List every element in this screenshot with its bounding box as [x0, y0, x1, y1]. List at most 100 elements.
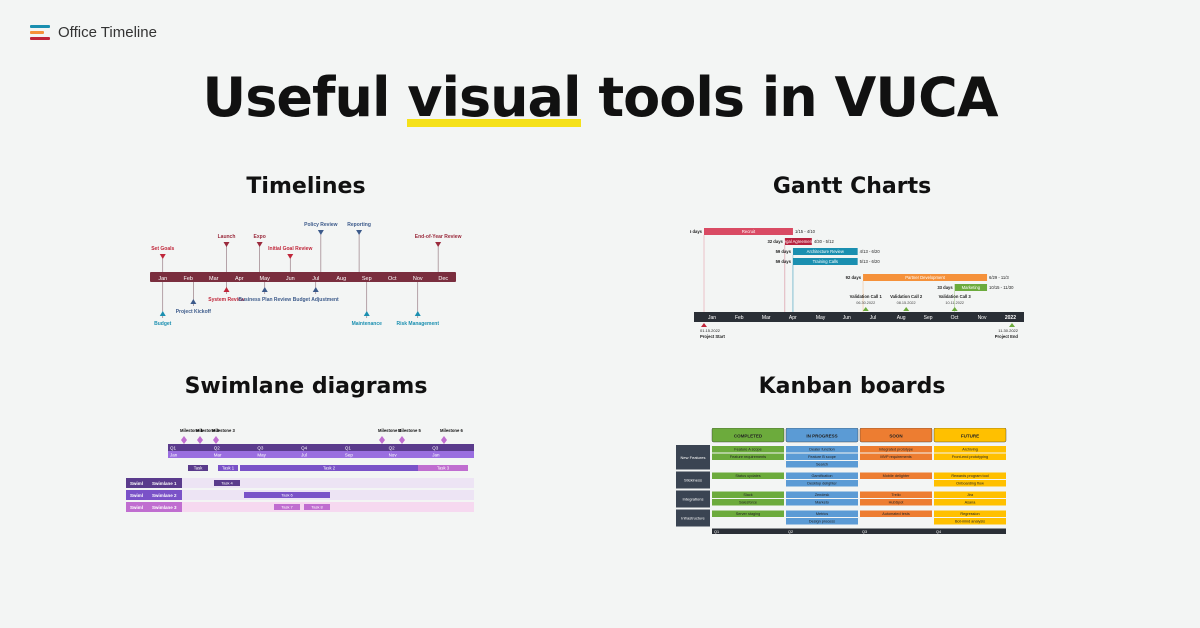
- gantt-task-bar: [863, 274, 988, 281]
- timeline-event-label: End-of-Year Review: [415, 234, 462, 240]
- gantt-task-bar: [792, 248, 858, 255]
- kanban-card: [786, 510, 858, 517]
- swimlane-milestone-label: Milestone 6: [440, 428, 463, 433]
- swimlane-top-task-label: Task 3: [437, 466, 450, 471]
- gantt-axis-month: Aug: [897, 315, 906, 321]
- kanban-card-label: Mobile delighter: [883, 474, 911, 478]
- kanban-row-header: [676, 471, 710, 489]
- brand[interactable]: Office Timeline: [30, 24, 157, 41]
- section-title-gantt: Gantt Charts: [772, 174, 932, 199]
- gantt-axis-month: Jun: [843, 315, 851, 321]
- section-title-swimlane: Swimlane diagrams: [184, 374, 428, 399]
- timeline-marker: [435, 242, 442, 247]
- gantt-milestone-date: 08.15.2022: [897, 301, 916, 305]
- swimlane-lane-group: Swiml: [130, 493, 143, 498]
- gantt-axis-month: Jan: [708, 315, 716, 321]
- swimlane-lane-group: Swiml: [130, 481, 143, 486]
- kanban-card: [934, 453, 1006, 460]
- swimlane-quarter-bar: [168, 444, 474, 451]
- kanban-card: [786, 499, 858, 506]
- timeline-event-label: Set Goals: [151, 246, 174, 252]
- brand-name: Office Timeline: [58, 24, 157, 41]
- kanban-card: [712, 499, 784, 506]
- headline: Useful visual tools in VUCA: [0, 66, 1200, 129]
- kanban-card: [786, 491, 858, 498]
- kanban-card-label: Slack: [743, 493, 752, 497]
- timeline-marker: [363, 311, 370, 316]
- gantt-axis-month: Jul: [870, 315, 876, 321]
- swimlane-month-label: Jan: [432, 453, 440, 458]
- swimlane-milestone-marker: [399, 436, 405, 444]
- swimlane-lane-name: Swimlane 2: [152, 493, 177, 498]
- swimlane-quarter-label: Q1: [170, 446, 177, 451]
- swimlane-milestone-marker: [379, 436, 385, 444]
- gantt-task-range: 10/15 - 11/30: [989, 285, 1014, 290]
- kanban-card: [860, 472, 932, 479]
- kanban-card-label: Design process: [809, 520, 835, 524]
- timeline-marker: [414, 311, 421, 316]
- gantt-milestone-date: 10.11.2022: [945, 301, 964, 305]
- swimlane-lane-task-bar: [214, 480, 240, 486]
- timeline-marker: [223, 242, 230, 247]
- kanban-column-header: [711, 428, 785, 443]
- swimlane-month-label: May: [257, 453, 266, 458]
- swimlane-month-label: Sep: [345, 453, 354, 458]
- swimlane-month-label: Nov: [389, 453, 398, 458]
- kanban-card: [860, 499, 932, 506]
- swimlane-lane-task-label: Task 6: [281, 493, 293, 498]
- kanban-card: [786, 461, 858, 468]
- gantt-start-label: Project Start: [700, 334, 726, 339]
- kanban-card-label: Status updates: [735, 474, 760, 478]
- headline-highlight: visual: [407, 66, 582, 129]
- swimlane-lane-task-bar: [244, 492, 330, 498]
- timeline-month-label: Jan: [158, 276, 167, 282]
- swimlane-month-label: Mar: [214, 453, 222, 458]
- timeline-marker: [190, 299, 197, 304]
- kanban-card-label: Bot-mind analysis: [955, 520, 985, 524]
- gantt-end-label: Project End: [995, 334, 1019, 339]
- timeline-month-label: May: [260, 276, 271, 282]
- kanban-card: [934, 472, 1006, 479]
- swimlane-milestone-marker: [197, 436, 203, 444]
- swimlane-top-task-label: Task 2: [323, 466, 336, 471]
- gantt-task-label: Architecture Review: [807, 249, 845, 254]
- kanban-card-label: Metrics: [816, 512, 828, 516]
- gantt-milestone-marker: [951, 307, 958, 311]
- gantt-axis-month: Mar: [762, 315, 771, 321]
- kanban-row-header: [676, 509, 710, 527]
- gantt-task-label: Legal Agreements: [781, 239, 815, 244]
- gantt-milestone-date: 06.30.2022: [856, 301, 875, 305]
- swimlane-quarter-label: Q2: [214, 446, 221, 451]
- swimlane-top-task-bar: [418, 465, 468, 471]
- timeline-event-label: Expo: [254, 234, 266, 240]
- kanban-card: [712, 446, 784, 453]
- timeline-month-label: Jul: [312, 276, 319, 282]
- section-title-kanban: Kanban boards: [758, 374, 946, 399]
- swimlane-lane-group: Swiml: [130, 505, 143, 510]
- kanban-card-label: Jira: [967, 493, 974, 497]
- timeline-marker: [261, 287, 268, 292]
- swimlane-milestone-label: Milestone 5: [398, 428, 421, 433]
- swimlane-milestone-marker: [441, 436, 447, 444]
- gantt-milestone-marker: [862, 307, 869, 311]
- timeline-month-label: Mar: [209, 276, 219, 282]
- gantt-task-duration: 75 days: [690, 229, 703, 234]
- swimlane-milestone-marker: [213, 436, 219, 444]
- gantt-milestone-label: Validation Call 3: [939, 294, 972, 299]
- gantt-task-label: Partner Development: [905, 275, 945, 280]
- swimlane-top-task-bar: [188, 465, 208, 471]
- swimlane-milestone-label: Milestone 1: [180, 428, 203, 433]
- kanban-column-header: [859, 428, 933, 443]
- kanban-card-label: Automated tests: [882, 512, 910, 516]
- gantt-task-label: Training Calls: [813, 259, 838, 264]
- kanban-footer-label: Q3: [862, 530, 867, 534]
- swimlane-lane-header: [126, 502, 182, 512]
- headline-post: tools in VUCA: [580, 66, 998, 129]
- kanban-card: [786, 518, 858, 525]
- timeline-bar: [150, 272, 456, 282]
- swimlane-top-task-label: Task: [194, 466, 204, 471]
- kanban-card: [712, 453, 784, 460]
- timeline-month-label: Nov: [413, 276, 423, 282]
